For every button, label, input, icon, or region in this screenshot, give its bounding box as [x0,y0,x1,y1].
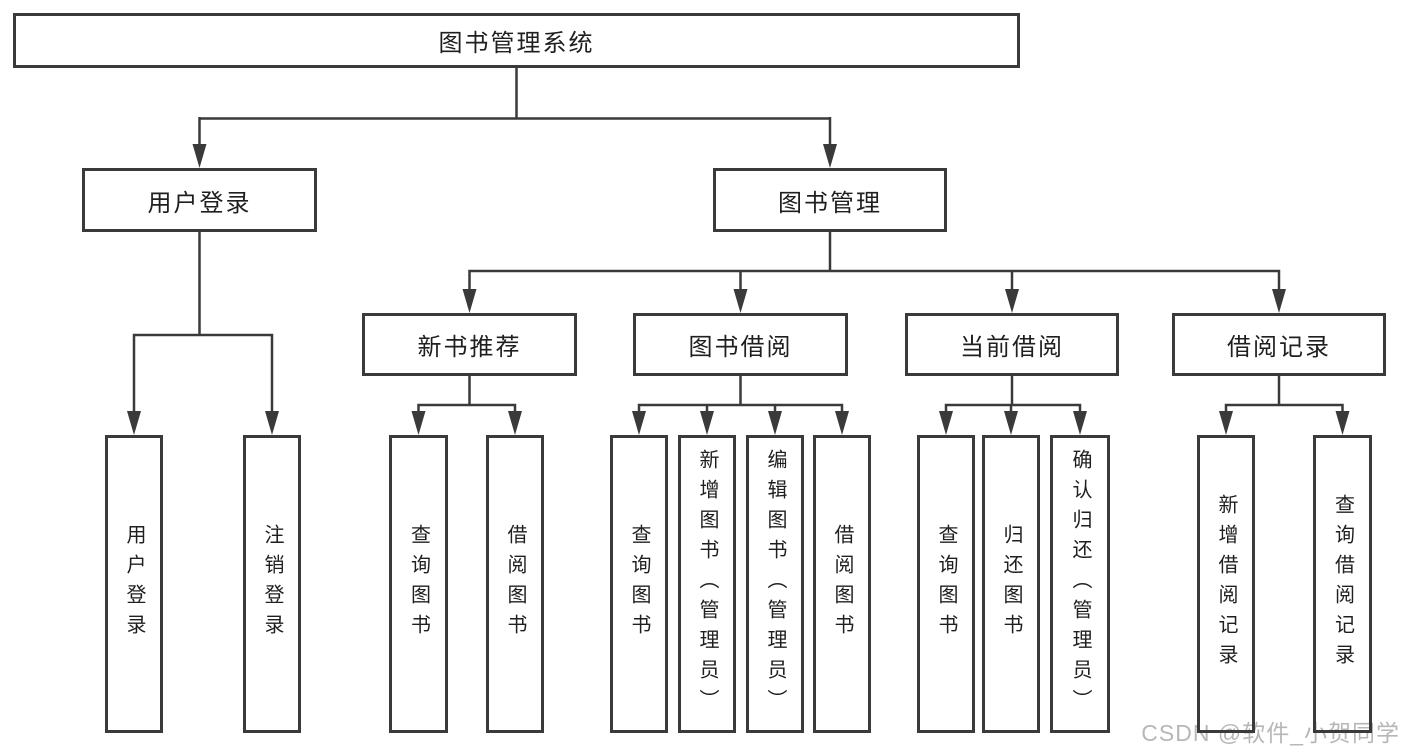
node-book-borrowing: 图书借阅 [633,313,848,376]
node-label: 用户登录 [147,189,252,217]
node-label: 新书推荐 [417,334,522,361]
node-user-login: 用户登录 [82,168,317,232]
node-label: 查询图书 [628,524,650,644]
arrow-down-icon [1005,289,1019,313]
node-label: 归还图书 [1000,524,1022,644]
node-label: 借阅图书 [504,524,526,644]
leaf-borrow-books-2: 借阅图书 [813,435,871,733]
leaf-borrow-books-1: 借阅图书 [486,435,544,733]
node-label: 编辑图书（管理员） [764,449,786,719]
node-label: 借阅图书 [831,524,853,644]
connector-new-book-to-leaves [411,376,522,435]
connector-book-borrow-to-leaves [632,376,849,435]
arrow-down-icon [462,289,477,313]
arrow-down-icon [508,411,522,435]
node-label: 注销登录 [261,524,283,644]
arrow-down-icon [835,411,849,435]
connector-current-borrow-to-leaves [939,376,1087,435]
node-label: 查询借阅记录 [1331,494,1354,674]
leaf-add-borrow-record: 新增借阅记录 [1197,435,1255,733]
arrow-down-icon [1004,411,1018,435]
arrow-down-icon [768,411,782,435]
arrow-down-icon [733,289,748,313]
connector-book-management-to-level3 [462,232,1286,313]
connector-root-to-level2 [192,68,837,168]
arrow-down-icon [1219,411,1233,435]
node-book-management: 图书管理 [713,168,947,232]
node-label: 当前借阅 [960,334,1064,361]
node-label: 借阅记录 [1227,334,1331,361]
leaf-edit-books-admin: 编辑图书（管理员） [746,435,804,733]
connector-borrow-records-to-leaves [1219,376,1350,435]
arrow-down-icon [1272,289,1286,313]
node-label: 查询图书 [935,524,957,644]
leaf-query-books-2: 查询图书 [610,435,668,733]
node-label: 图书管理系统 [438,30,595,57]
arrow-down-icon [700,411,714,435]
leaf-confirm-return-admin: 确认归还（管理员） [1050,435,1110,733]
node-borrowing-records: 借阅记录 [1172,313,1386,376]
leaf-add-books-admin: 新增图书（管理员） [678,435,736,733]
node-root-system: 图书管理系统 [13,13,1020,68]
csdn-watermark: CSDN @软件_小贺同学 [1141,720,1400,746]
node-label: 用户登录 [123,524,145,644]
node-label: 图书管理 [778,189,882,217]
arrow-down-icon [192,144,207,168]
node-new-book-recommendation: 新书推荐 [362,313,577,376]
arrow-down-icon [411,411,426,435]
node-label: 新增图书（管理员） [696,449,718,719]
arrow-down-icon [1073,411,1087,435]
connector-user-login-to-leaves [127,232,279,435]
leaf-user-login: 用户登录 [105,435,163,733]
arrow-down-icon [823,144,837,168]
arrow-down-icon [127,411,141,435]
leaf-logout: 注销登录 [243,435,301,733]
node-label: 确认归还（管理员） [1069,449,1091,719]
leaf-query-books-1: 查询图书 [389,435,448,733]
arrow-down-icon [265,411,279,435]
arrow-down-icon [632,411,646,435]
node-label: 查询图书 [407,524,430,644]
node-label: 新增借阅记录 [1215,494,1237,674]
leaf-query-books-3: 查询图书 [917,435,975,733]
arrow-down-icon [939,411,953,435]
arrow-down-icon [1335,411,1350,435]
leaf-return-books: 归还图书 [982,435,1040,733]
node-current-borrowing: 当前借阅 [905,313,1119,376]
node-label: 图书借阅 [688,334,793,361]
leaf-query-borrow-record: 查询借阅记录 [1313,435,1372,733]
